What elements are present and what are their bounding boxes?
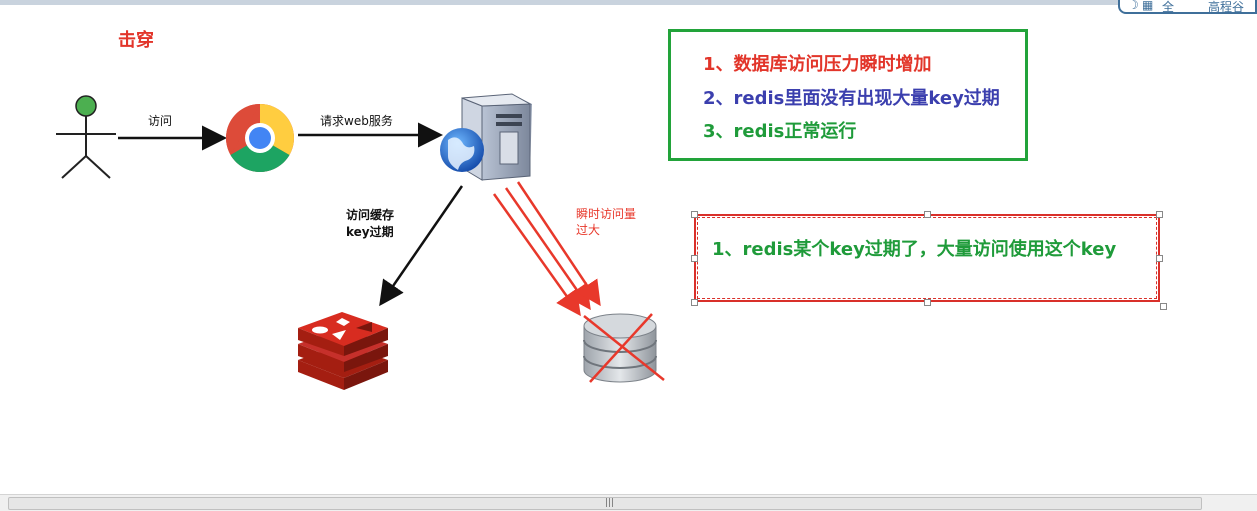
failure-cross-icon [583,313,665,383]
diagram-title: 击穿 [118,30,154,51]
resize-handle-tl[interactable] [691,211,698,218]
resize-handle-r[interactable] [1156,255,1163,262]
cause-textbox[interactable]: 1、redis某个key过期了，大量访问使用这个key [694,214,1160,302]
request-web-label: 请求web服务 [320,114,393,128]
burst-arrows [492,181,601,317]
grip-icon: ||| [605,498,615,508]
burst-label-line2: 过大 [576,223,601,237]
resize-handle-br[interactable] [1160,303,1167,310]
top-border [0,0,1257,5]
grid-icon: ▦ [1142,0,1154,12]
cache-arrow [379,185,464,307]
cause-text: 1、redis某个key过期了，大量访问使用这个key [712,239,1117,260]
condition-item-1: 1、数据库访问压力瞬时增加 [703,54,932,75]
scrollbar-thumb[interactable]: ||| [8,497,1202,510]
resize-handle-l[interactable] [691,255,698,262]
horizontal-scrollbar[interactable]: ||| [0,494,1257,511]
resize-handle-tr[interactable] [1156,211,1163,218]
cache-label-line2: key过期 [346,225,394,239]
chrome-icon [226,104,294,172]
burst-label-line1: 瞬时访问量 [576,207,637,221]
moon-icon: ☽ [1128,0,1139,12]
resize-handle-t[interactable] [924,211,931,218]
condition-item-2: 2、redis里面没有出现大量key过期 [703,88,1000,109]
cache-label-line1: 访问缓存 [346,208,395,222]
resize-handle-b[interactable] [924,299,931,306]
user-icon [56,95,116,179]
corner-tab-text2: 高程谷 [1208,0,1245,14]
corner-tab[interactable]: ☽ ▦ 全 高程谷 [1118,0,1257,14]
redis-icon [298,312,388,390]
visit-label: 访问 [148,114,173,128]
server-icon [440,93,532,181]
conditions-box: 1、数据库访问压力瞬时增加 2、redis里面没有出现大量key过期 3、red… [668,29,1028,161]
corner-tab-text1: 全 [1162,0,1175,14]
condition-item-3: 3、redis正常运行 [703,121,857,142]
resize-handle-bl[interactable] [691,299,698,306]
